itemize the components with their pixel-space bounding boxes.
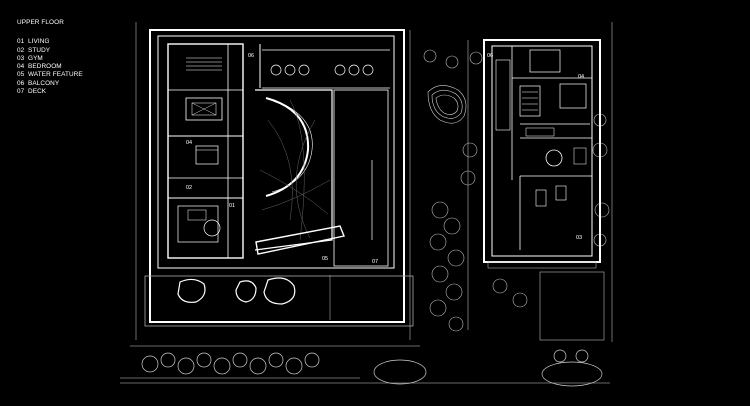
bottom-trees: [141, 349, 603, 387]
left-building: [144, 29, 414, 327]
legend-title: UPPER FLOOR: [17, 19, 64, 26]
label-05-left: 05: [322, 256, 328, 262]
right-building: [483, 39, 601, 269]
label-03-right: 03: [576, 235, 582, 241]
pond: [427, 85, 467, 124]
label-01-left: 01: [229, 203, 235, 209]
label-02-left: 02: [186, 185, 192, 191]
site-outline: [120, 22, 613, 384]
label-04-left: 04: [186, 140, 192, 146]
label-06-left: 06: [248, 53, 254, 59]
label-07-left: 07: [372, 259, 378, 265]
label-06-right: 06: [487, 53, 493, 59]
courtyard-trees: [423, 49, 610, 332]
room-labels: 06 04 02 01 05 07 06 04 03: [186, 53, 584, 265]
label-04-right: 04: [578, 74, 584, 80]
